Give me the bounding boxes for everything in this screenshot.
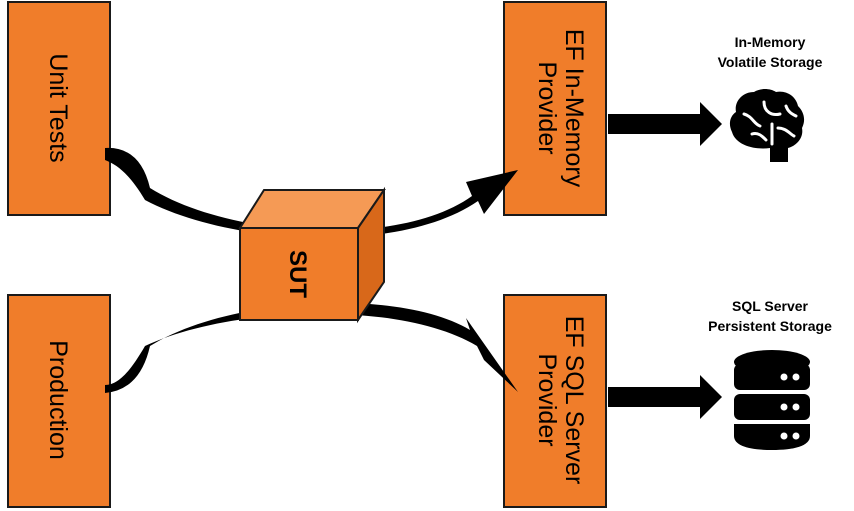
sut-cube-front (239, 227, 359, 321)
sut-label: SUT (284, 250, 311, 298)
database-icon (734, 350, 810, 450)
ef-inmemory-label-1: EF In-Memory (560, 29, 588, 188)
ef-sqlserver-label-1: EF SQL Server (560, 316, 588, 485)
production-box (7, 294, 111, 508)
inmemory-caption-1: In-Memory (735, 34, 806, 50)
unit-tests-to-inmemory-arrow (105, 147, 518, 238)
sqlserver-caption-1: SQL Server (732, 298, 809, 314)
ef-sqlserver-label-2: Provider (533, 353, 561, 446)
unit-tests-box (7, 1, 111, 216)
ef-inmemory-label-2: Provider (533, 61, 561, 154)
ef-sqlserver-box (503, 294, 607, 508)
inmemory-caption-2: Volatile Storage (718, 54, 823, 70)
production-to-sqlserver-arrow (105, 302, 518, 393)
production-label: Production (44, 340, 72, 460)
inmemory-to-storage-arrow (608, 102, 722, 146)
brain-icon (729, 89, 805, 162)
unit-tests-label: Unit Tests (44, 53, 72, 162)
sqlserver-caption-2: Persistent Storage (708, 318, 832, 334)
sqlserver-to-storage-arrow (608, 375, 722, 419)
ef-inmemory-box (503, 1, 607, 216)
